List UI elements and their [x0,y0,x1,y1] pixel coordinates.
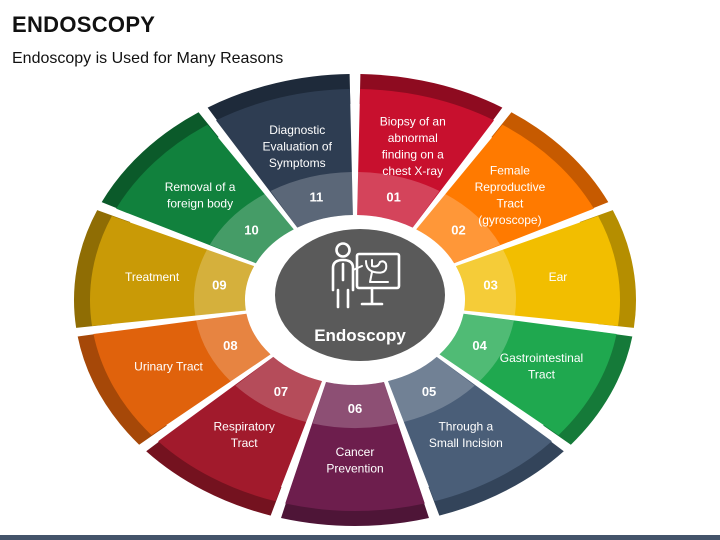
segment-09: 09 Treatment [74,210,255,328]
segment-label-line: Female [490,163,530,177]
segment-number: 04 [472,338,487,353]
center-label: Endoscopy [314,326,406,345]
segment-label-line: Treatment [125,270,180,284]
segment-number: 02 [451,222,465,237]
segment-label-line: Biopsy of an [380,115,446,129]
segment-body [93,313,271,436]
segment-label-line: Ear [549,270,568,284]
segment-label: Treatment [125,270,180,284]
segment-label-line: Diagnostic [269,123,325,137]
segment-number: 03 [483,278,497,293]
segment-number: 08 [223,338,237,353]
segment-number: 07 [274,384,288,399]
segment-label-line: foreign body [167,196,233,210]
segment-number: 11 [310,189,324,204]
segment-label-line: Reproductive [475,180,546,194]
segment-label-line: Removal of a [165,180,236,194]
segment-label-line: Symptoms [269,156,326,170]
segment-label-line: abnormal [388,131,438,145]
segment-body [216,89,353,228]
segment-label-line: Tract [231,436,259,450]
segment-number-band [416,193,501,264]
page-subtitle: Endoscopy is Used for Many Reasons [12,50,284,67]
segment-number: 06 [348,401,362,416]
segment-label-line: finding on a [382,148,444,162]
segment-label-line: (gyroscope) [478,213,541,227]
segment-body [357,89,494,228]
segment-number-band [235,356,322,423]
segment-number: 10 [244,222,258,237]
segment-number-band [270,172,353,228]
segment-label: Urinary Tract [134,359,203,373]
segment-label-line: Prevention [326,461,383,475]
segment-body [416,124,594,264]
segment-label: Through a Small Incision [429,419,503,450]
segment-number: 01 [386,189,400,204]
segment-body [158,356,322,502]
segment-number-band [357,172,440,228]
segment-label: Biopsy of an abnormal finding on a chest X-… [380,115,446,179]
footer-bar [0,535,720,540]
segment-number-band [439,313,514,382]
doctor-with-endoscopy-screen-icon [331,242,401,309]
segment-label-line: Tract [496,196,524,210]
segment-body [90,216,255,327]
segment-body [439,313,617,436]
segment-label-line: Cancer [336,445,375,459]
segment-number: 09 [212,278,226,293]
page-title: ENDOSCOPY [12,12,156,37]
segment-label-line: Respiratory [213,419,274,433]
segment-label-line: Through a [438,419,493,433]
segment-label-line: Small Incision [429,436,503,450]
center-circle [275,229,445,361]
segment-label-line: Urinary Tract [134,359,203,373]
segment-body [285,382,425,511]
segment-number-band [312,382,398,428]
segment-body [455,216,620,327]
segment-number: 05 [422,384,436,399]
segment-number-band [194,249,255,316]
segment-label-line: Evaluation of [263,139,333,153]
segment-number-band [455,249,516,316]
segment-label: Ear [549,270,568,284]
segment-label-line: Gastrointestinal [500,351,583,365]
segment-01: 01 Biopsy of an abnormal finding on a chest … [357,74,503,228]
segment-label-line: Tract [528,368,556,382]
segment-03: 03 Ear [455,210,636,328]
segment-number-band [388,356,475,423]
segment-label: Removal of a foreign body [165,180,236,211]
segment-body [116,124,294,264]
segment-number-band [196,313,271,382]
segment-10: 10 Removal of a foreign body [101,112,294,264]
segment-label-line: chest X-ray [382,164,443,178]
segment-number-band [209,193,294,264]
segment-body [388,356,552,502]
